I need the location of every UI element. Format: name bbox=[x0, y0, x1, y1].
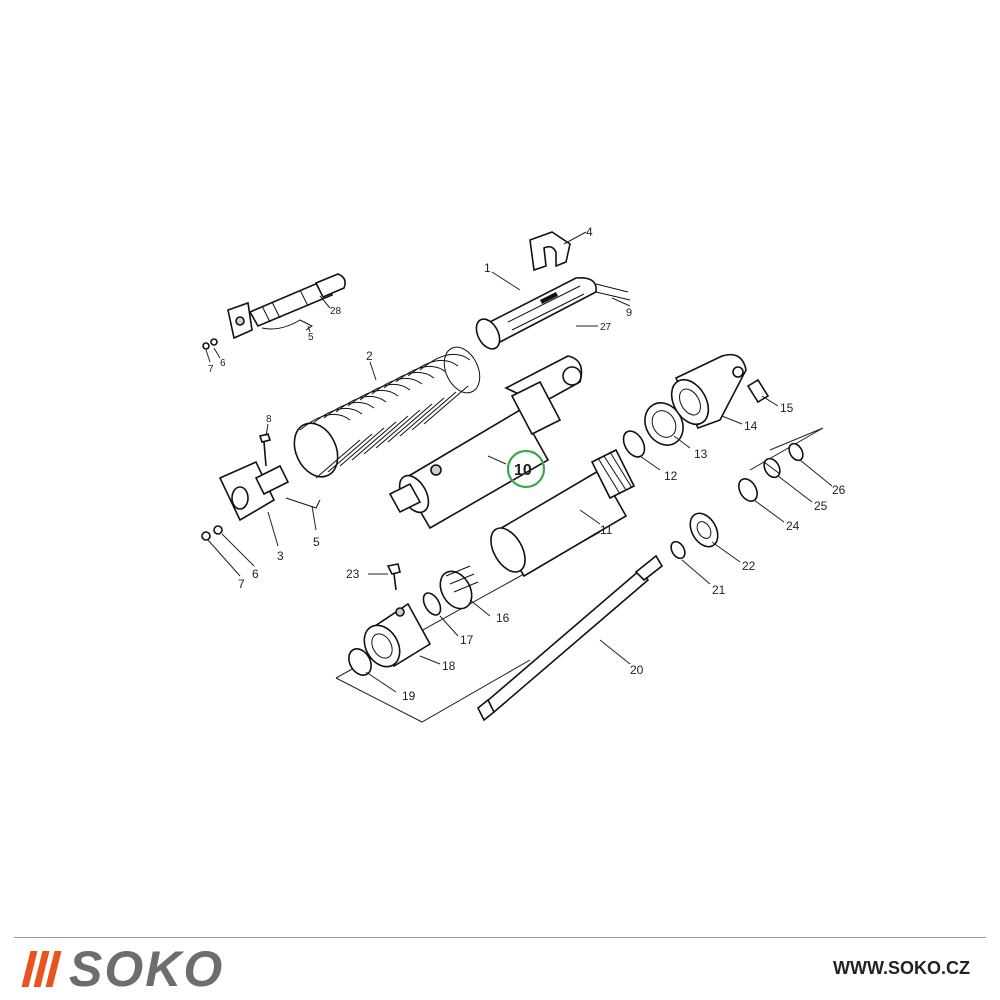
callout-5b: 5 bbox=[313, 535, 320, 549]
part-15-drawing bbox=[746, 378, 770, 404]
part-18-drawing bbox=[363, 602, 432, 668]
callout-26: 26 bbox=[832, 483, 846, 497]
part-22-drawing bbox=[689, 512, 719, 548]
part-21-drawing bbox=[670, 540, 686, 560]
part-24-drawing bbox=[738, 478, 758, 502]
callout-27: 27 bbox=[600, 322, 612, 333]
part-14-drawing bbox=[670, 353, 747, 430]
callout-17: 17 bbox=[460, 633, 474, 647]
part-2-drawing bbox=[293, 346, 481, 479]
callout-24: 24 bbox=[786, 519, 800, 533]
callout-12: 12 bbox=[664, 469, 678, 483]
callout-8: 8 bbox=[266, 414, 272, 425]
callout-28: 28 bbox=[330, 306, 342, 317]
callout-6a: 6 bbox=[220, 358, 226, 369]
callout-3: 3 bbox=[277, 549, 284, 563]
callout-5a: 5 bbox=[308, 332, 314, 343]
logo-text: SOKO bbox=[69, 941, 225, 997]
part-23-drawing bbox=[386, 563, 401, 591]
callout-20: 20 bbox=[630, 663, 644, 677]
part-11-drawing bbox=[490, 448, 636, 578]
callout-18: 18 bbox=[442, 659, 456, 673]
callout-10: 10 bbox=[514, 462, 532, 479]
callout-9: 9 bbox=[626, 307, 632, 319]
part-8-drawing bbox=[258, 433, 272, 467]
part-28-drawing bbox=[227, 273, 346, 340]
assembly-group-outline bbox=[335, 427, 824, 723]
website-link[interactable]: WWW.SOKO.CZ bbox=[833, 958, 970, 978]
callout-6b: 6 bbox=[252, 567, 259, 581]
part-12-drawing bbox=[622, 430, 646, 458]
part-26-drawing bbox=[788, 442, 804, 462]
callout-7b: 7 bbox=[238, 577, 245, 591]
callout-21: 21 bbox=[712, 583, 726, 597]
callout-15: 15 bbox=[780, 401, 794, 415]
part-10-drawing bbox=[388, 355, 583, 530]
callout-10-highlight bbox=[506, 449, 546, 489]
callout-11: 11 bbox=[600, 523, 613, 537]
callout-22: 22 bbox=[742, 559, 756, 573]
callout-1: 1 bbox=[484, 261, 491, 275]
part-25-drawing bbox=[763, 457, 781, 479]
part-3-drawing bbox=[218, 460, 321, 522]
part-20-drawing bbox=[476, 554, 664, 722]
leader-lines bbox=[205, 231, 833, 693]
logo-bars-icon bbox=[21, 951, 62, 987]
part-4-drawing bbox=[529, 231, 571, 272]
callout-13: 13 bbox=[694, 447, 708, 461]
callout-14: 14 bbox=[744, 419, 758, 433]
washers-6-7-drawing bbox=[201, 338, 223, 541]
part-1-drawing bbox=[475, 276, 631, 350]
part-16-drawing bbox=[439, 565, 479, 610]
footer-divider bbox=[14, 937, 986, 938]
exploded-parts-diagram: 1 2 3 4 5 5 6 6 7 7 8 9 10 11 12 13 14 1… bbox=[201, 225, 846, 723]
soko-logo[interactable]: SOKO bbox=[21, 941, 225, 997]
part-19-drawing bbox=[348, 648, 372, 676]
callout-7a: 7 bbox=[208, 364, 214, 375]
callout-4: 4 bbox=[586, 225, 593, 239]
callout-23: 23 bbox=[346, 567, 360, 581]
callout-19: 19 bbox=[402, 689, 416, 703]
part-17-drawing bbox=[422, 592, 442, 616]
callout-25: 25 bbox=[814, 499, 828, 513]
callout-16: 16 bbox=[496, 611, 510, 625]
callout-2: 2 bbox=[366, 349, 373, 363]
